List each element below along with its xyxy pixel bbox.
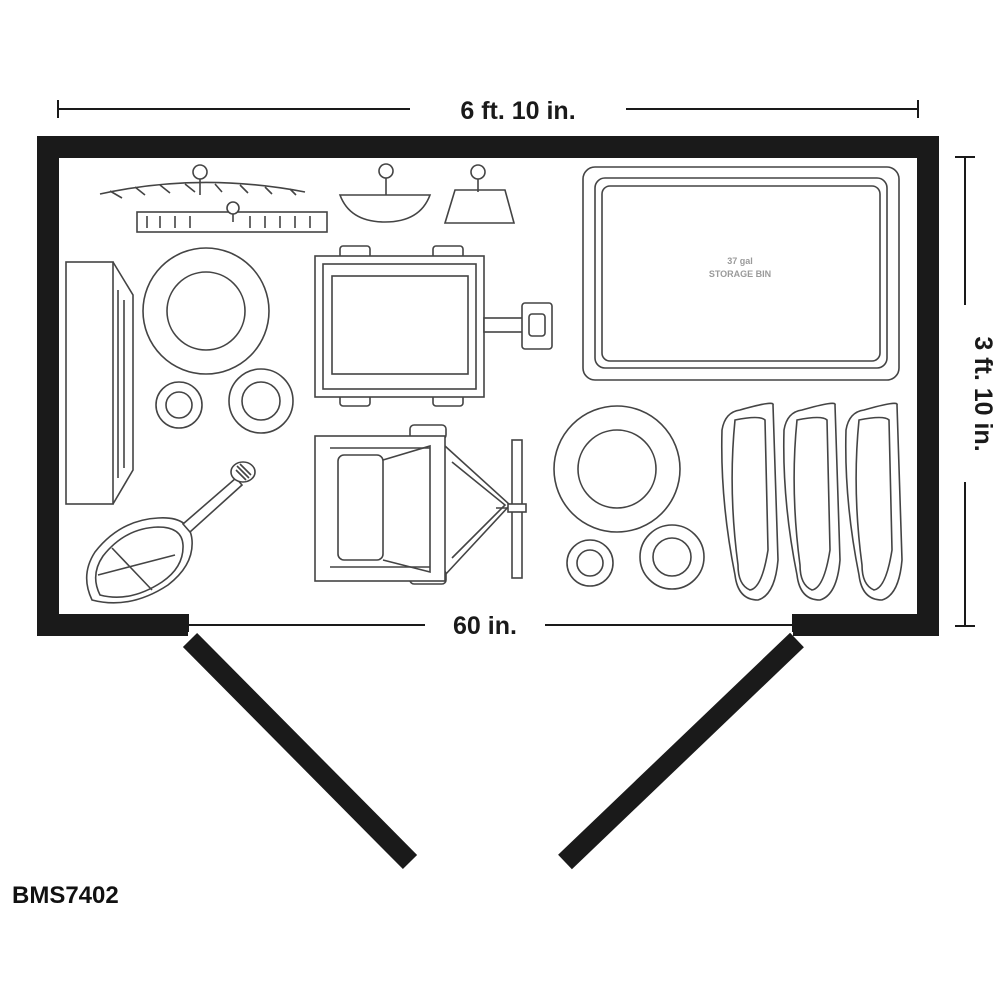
wheelbarrow-top-icon: [314, 245, 553, 407]
model-number: BMS7402: [12, 882, 119, 909]
garden-cart-icon: [314, 424, 527, 585]
rake-icon: [99, 164, 306, 199]
medium-pot-icon: [228, 368, 294, 434]
upright-shelf-icon: [65, 261, 134, 505]
left-door: [182, 632, 418, 870]
small-planter-icon: [566, 539, 614, 587]
depth-dimension: 3 ft. 10 in.: [955, 156, 997, 627]
push-broom-icon: [136, 201, 328, 233]
width-label: 6 ft. 10 in.: [460, 97, 575, 125]
depth-label: 3 ft. 10 in.: [969, 336, 997, 451]
storage-bin-capacity: 37 gal: [727, 256, 753, 266]
large-planter-icon: [553, 405, 681, 533]
right-door: [558, 632, 804, 870]
medium-planter-icon: [639, 524, 705, 590]
door-opening-label: 60 in.: [453, 612, 517, 640]
scraper-icon: [443, 164, 516, 224]
shed-wall: [37, 136, 939, 636]
storage-bin: 37 gal STORAGE BIN: [582, 166, 900, 381]
boot-icon-2: [782, 402, 841, 601]
door-opening-dimension: 60 in.: [187, 612, 794, 640]
shovel-head-icon: [338, 163, 432, 223]
boot-icon-1: [720, 402, 779, 601]
shovel-icon: [85, 461, 256, 604]
small-pot-icon: [155, 381, 203, 429]
boot-icon-3: [844, 402, 903, 601]
width-dimension: 6 ft. 10 in.: [57, 97, 919, 125]
large-pot-icon: [142, 247, 270, 375]
storage-bin-label: STORAGE BIN: [709, 269, 771, 279]
